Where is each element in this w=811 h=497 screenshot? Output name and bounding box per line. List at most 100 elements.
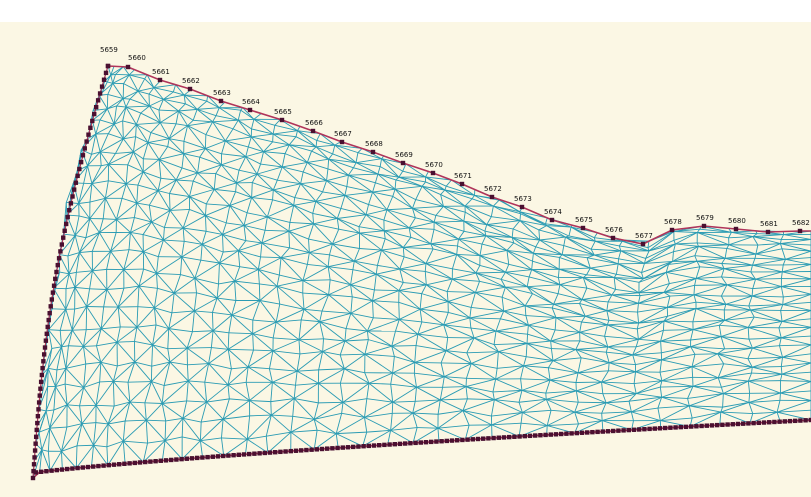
mesh-edge <box>250 401 271 402</box>
mesh-edge <box>667 302 696 307</box>
top-boundary-node <box>490 195 494 199</box>
node-label: 5676 <box>605 226 623 234</box>
mesh-edge <box>756 279 782 280</box>
mesh-edge <box>225 129 233 141</box>
bottom-boundary-node <box>512 435 516 439</box>
mesh-edge <box>324 339 345 341</box>
mesh-edge <box>79 202 90 203</box>
mesh-edge <box>369 192 373 204</box>
mesh-edge <box>162 441 165 461</box>
mesh-edge <box>415 400 440 401</box>
node-label: 5663 <box>213 89 231 97</box>
mesh-edge <box>496 325 528 331</box>
bottom-boundary-node <box>294 449 298 453</box>
mesh-edge <box>116 203 136 219</box>
mesh-edge <box>123 441 143 462</box>
mesh-edge <box>403 244 430 248</box>
mesh-edge <box>480 250 507 255</box>
mesh-edge <box>692 412 721 418</box>
mesh-edge <box>539 226 547 230</box>
mesh-edge <box>46 410 54 411</box>
mesh-edge <box>309 244 332 253</box>
bottom-boundary-node <box>762 420 766 424</box>
node-label: 5679 <box>696 214 714 222</box>
mesh-edge <box>134 327 136 341</box>
bottom-boundary-node <box>637 427 641 431</box>
mesh-edge <box>329 280 331 295</box>
mesh-edge <box>781 235 783 240</box>
mesh-edge <box>253 320 276 322</box>
mesh-edge <box>291 430 317 432</box>
mesh-edge <box>382 239 386 250</box>
mesh-edge <box>269 369 297 371</box>
left-boundary-node <box>62 229 66 233</box>
mesh-edge <box>75 287 90 288</box>
mesh-edge <box>198 165 222 173</box>
mesh-edge <box>556 316 585 317</box>
mesh-edge <box>159 110 179 111</box>
bottom-boundary-node <box>81 465 85 469</box>
left-boundary-node <box>40 373 44 377</box>
mesh-edge <box>369 383 391 384</box>
mesh-edge <box>273 322 276 338</box>
mesh-edge <box>170 197 189 211</box>
mesh-edge <box>187 348 211 349</box>
mesh-edge <box>101 327 120 329</box>
mesh-edge <box>475 281 479 292</box>
mesh-edge <box>328 159 329 169</box>
mesh-edge <box>80 232 100 252</box>
mesh-edge <box>96 405 114 406</box>
mesh-edge <box>206 135 226 141</box>
mesh-edge <box>340 383 343 402</box>
mesh-edge <box>369 205 387 210</box>
left-boundary-node <box>75 174 79 178</box>
mesh-edge <box>273 190 294 198</box>
mesh-edge <box>206 122 213 135</box>
mesh-edge <box>471 352 498 364</box>
mesh-edge <box>100 152 115 154</box>
mesh-edge <box>165 421 166 441</box>
mesh-edge <box>75 287 87 306</box>
mesh-edge <box>277 281 303 287</box>
mesh-edge <box>128 382 130 402</box>
mesh-edge <box>296 131 297 137</box>
mesh-edge <box>205 216 206 232</box>
mesh-edge <box>336 417 364 433</box>
mesh-edge <box>727 245 729 249</box>
mesh-edge <box>166 418 183 421</box>
mesh-edge <box>262 231 289 243</box>
mesh-edge <box>480 244 482 256</box>
mesh-edge <box>529 270 532 277</box>
mesh-edge <box>696 309 725 321</box>
mesh-edge <box>661 330 693 342</box>
bottom-boundary-node <box>268 450 272 454</box>
mesh-edge <box>638 303 667 307</box>
mesh-edge <box>281 258 307 265</box>
mesh-edge <box>373 183 376 192</box>
mesh-edge <box>692 367 718 378</box>
mesh-edge <box>661 347 690 353</box>
mesh-edge <box>271 382 273 401</box>
mesh-edge <box>228 385 250 401</box>
mesh-edge <box>782 264 811 271</box>
bottom-boundary-node <box>689 424 693 428</box>
mesh-edge <box>205 206 229 216</box>
bottom-boundary-node <box>663 426 667 430</box>
top-boundary-node <box>219 99 223 103</box>
mesh-edge <box>581 316 585 322</box>
mesh-edge <box>99 232 110 251</box>
mesh-edge <box>96 423 108 424</box>
bottom-boundary-node <box>148 459 152 463</box>
mesh-edge <box>689 394 723 406</box>
bottom-boundary-node <box>471 437 475 441</box>
mesh-edge <box>756 245 758 254</box>
left-boundary-node <box>49 304 53 308</box>
top-boundary-node <box>188 87 192 91</box>
mesh-edge <box>487 217 492 225</box>
mesh-edge <box>273 351 297 371</box>
mesh-edge <box>619 241 622 246</box>
mesh-edge <box>213 122 233 129</box>
left-boundary-node <box>106 64 110 68</box>
mesh-edge <box>250 415 272 416</box>
mesh-edge <box>221 438 247 439</box>
